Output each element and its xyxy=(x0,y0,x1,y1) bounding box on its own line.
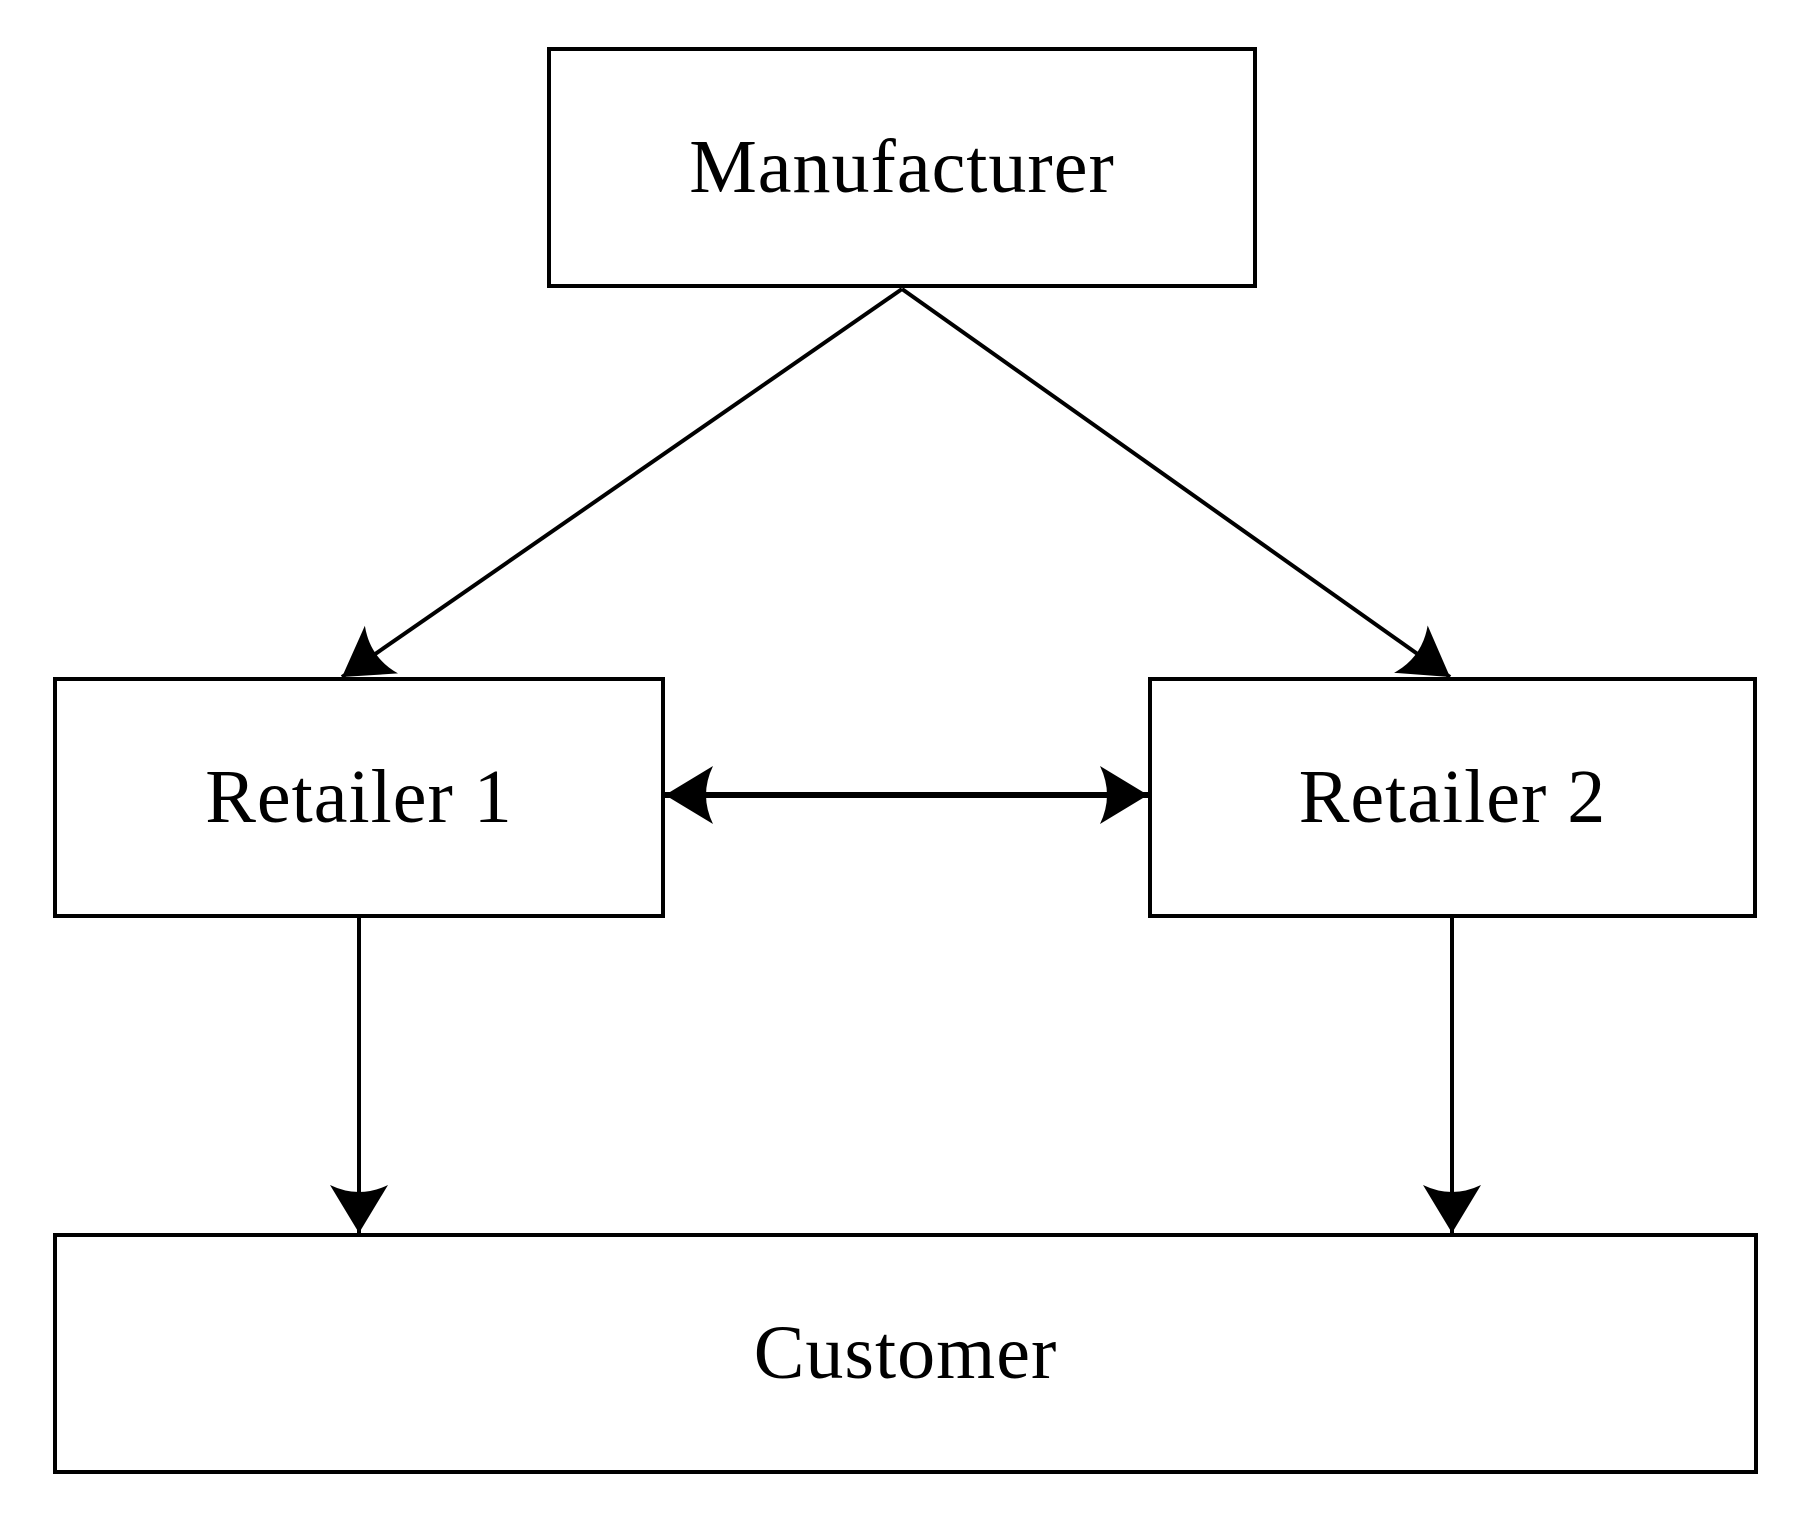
node-retailer-1: Retailer 1 xyxy=(53,677,665,918)
node-retailer-2-label: Retailer 2 xyxy=(1298,755,1607,839)
node-manufacturer-label: Manufacturer xyxy=(689,125,1115,209)
edge-retailer1-to-customer-arrow xyxy=(330,918,388,1233)
edge-manufacturer-to-retailer1-arrow xyxy=(325,287,904,701)
edge-retailer2-to-customer-arrow xyxy=(1423,918,1481,1233)
node-manufacturer: Manufacturer xyxy=(547,47,1257,288)
node-customer: Customer xyxy=(53,1233,1758,1474)
node-retailer-1-label: Retailer 1 xyxy=(205,755,513,839)
edge-retailer1-retailer2-double-arrow xyxy=(665,766,1148,824)
edge-manufacturer-to-retailer2-arrow xyxy=(900,287,1467,701)
node-retailer-2: Retailer 2 xyxy=(1148,677,1757,918)
node-customer-label: Customer xyxy=(753,1311,1058,1395)
